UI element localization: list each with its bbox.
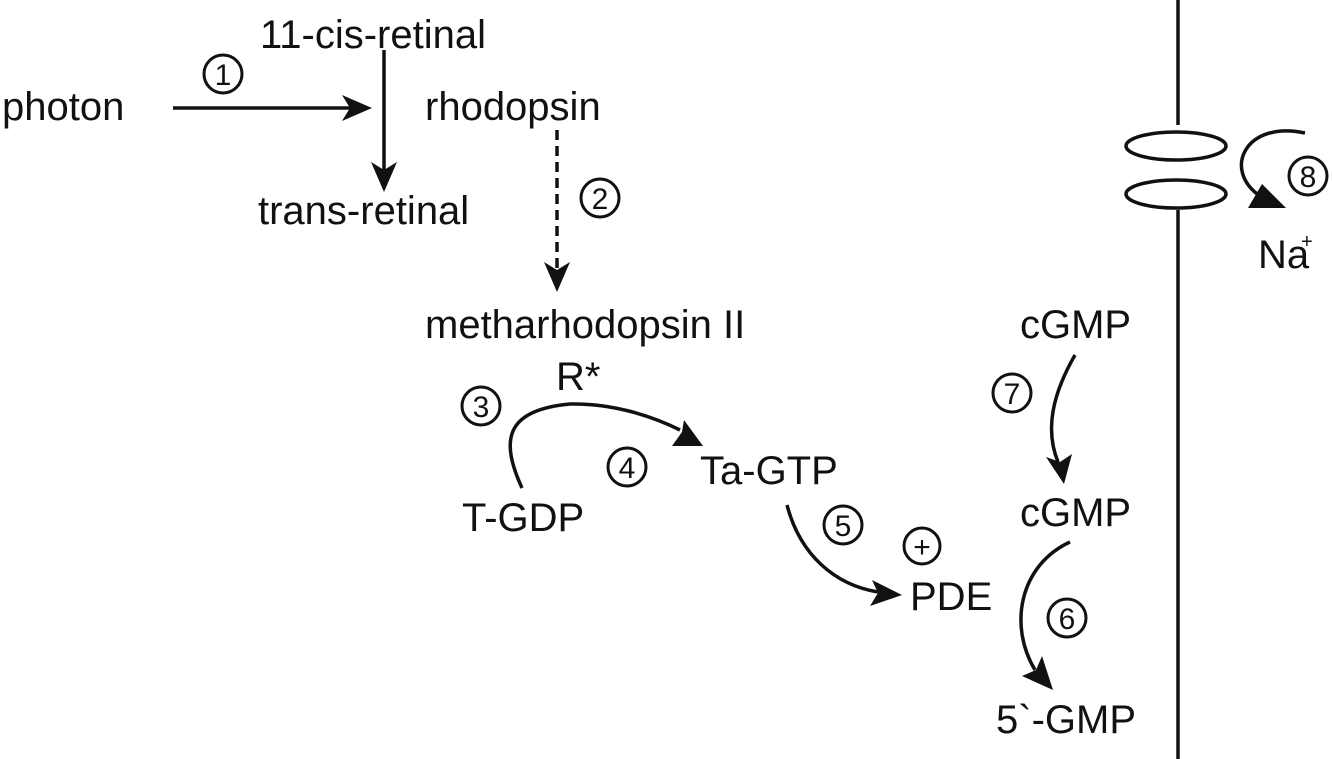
svg-text:7: 7 (1004, 378, 1021, 411)
svg-text:2: 2 (592, 183, 609, 216)
label-rhodopsin: rhodopsin (425, 85, 601, 129)
transducin-activation-arrow (508, 402, 681, 489)
pde-activation-arrowhead (870, 580, 902, 606)
svg-text:1: 1 (215, 59, 232, 92)
cgmp-hydrolysis-arrowhead (1022, 656, 1053, 690)
label-cgmp-top: cGMP (1020, 303, 1131, 347)
label-trans-retinal: trans-retinal (258, 189, 469, 233)
svg-text:6: 6 (1059, 603, 1076, 636)
label-sodium-charge: + (1301, 231, 1313, 253)
sodium-flow-arrow (1239, 129, 1306, 198)
svg-text:3: 3 (473, 391, 490, 424)
svg-text:5: 5 (835, 510, 852, 543)
svg-text:+: + (913, 531, 931, 564)
label-cgmp-middle: cGMP (1020, 491, 1131, 535)
label-r-star: R* (556, 355, 600, 399)
step-marker-6: 6 (1046, 597, 1088, 639)
label-5-gmp: 5`-GMP (996, 698, 1136, 742)
step-marker-1: 1 (202, 53, 244, 95)
isomerization-arrowhead (371, 162, 397, 192)
sodium-flow-arrowhead (1248, 184, 1286, 208)
step-marker-4: 4 (606, 446, 648, 488)
svg-text:4: 4 (619, 452, 636, 485)
pde-activation-sign: + (902, 526, 942, 566)
rhodopsin-activation-arrowhead (544, 262, 570, 292)
ion-channel-lower (1124, 178, 1228, 210)
label-sodium: Na (1258, 233, 1310, 277)
step-marker-2: 2 (579, 177, 621, 219)
step-marker-7: 7 (991, 372, 1033, 414)
label-pde: PDE (910, 575, 992, 619)
label-photon: photon (2, 85, 124, 129)
step-marker-5: 5 (822, 504, 864, 546)
label-11-cis-retinal: 11-cis-retinal (260, 13, 486, 57)
label-ta-gtp: Ta-GTP (700, 449, 838, 493)
svg-text:8: 8 (1300, 161, 1317, 194)
label-metarhodopsin: metharhodopsin II (425, 303, 745, 347)
cgmp-hydrolysis-arrow (1019, 540, 1071, 671)
cgmp-transfer-arrow (1049, 354, 1077, 463)
label-t-gdp: T-GDP (462, 496, 584, 540)
photon-arrowhead (342, 95, 372, 121)
transducin-activation-arrowhead (672, 420, 703, 446)
step-marker-8: 8 (1287, 155, 1329, 197)
step-marker-3: 3 (460, 385, 502, 427)
pde-activation-arrow (785, 504, 879, 594)
ion-channel-upper (1124, 130, 1228, 162)
cgmp-transfer-arrowhead (1046, 454, 1072, 484)
